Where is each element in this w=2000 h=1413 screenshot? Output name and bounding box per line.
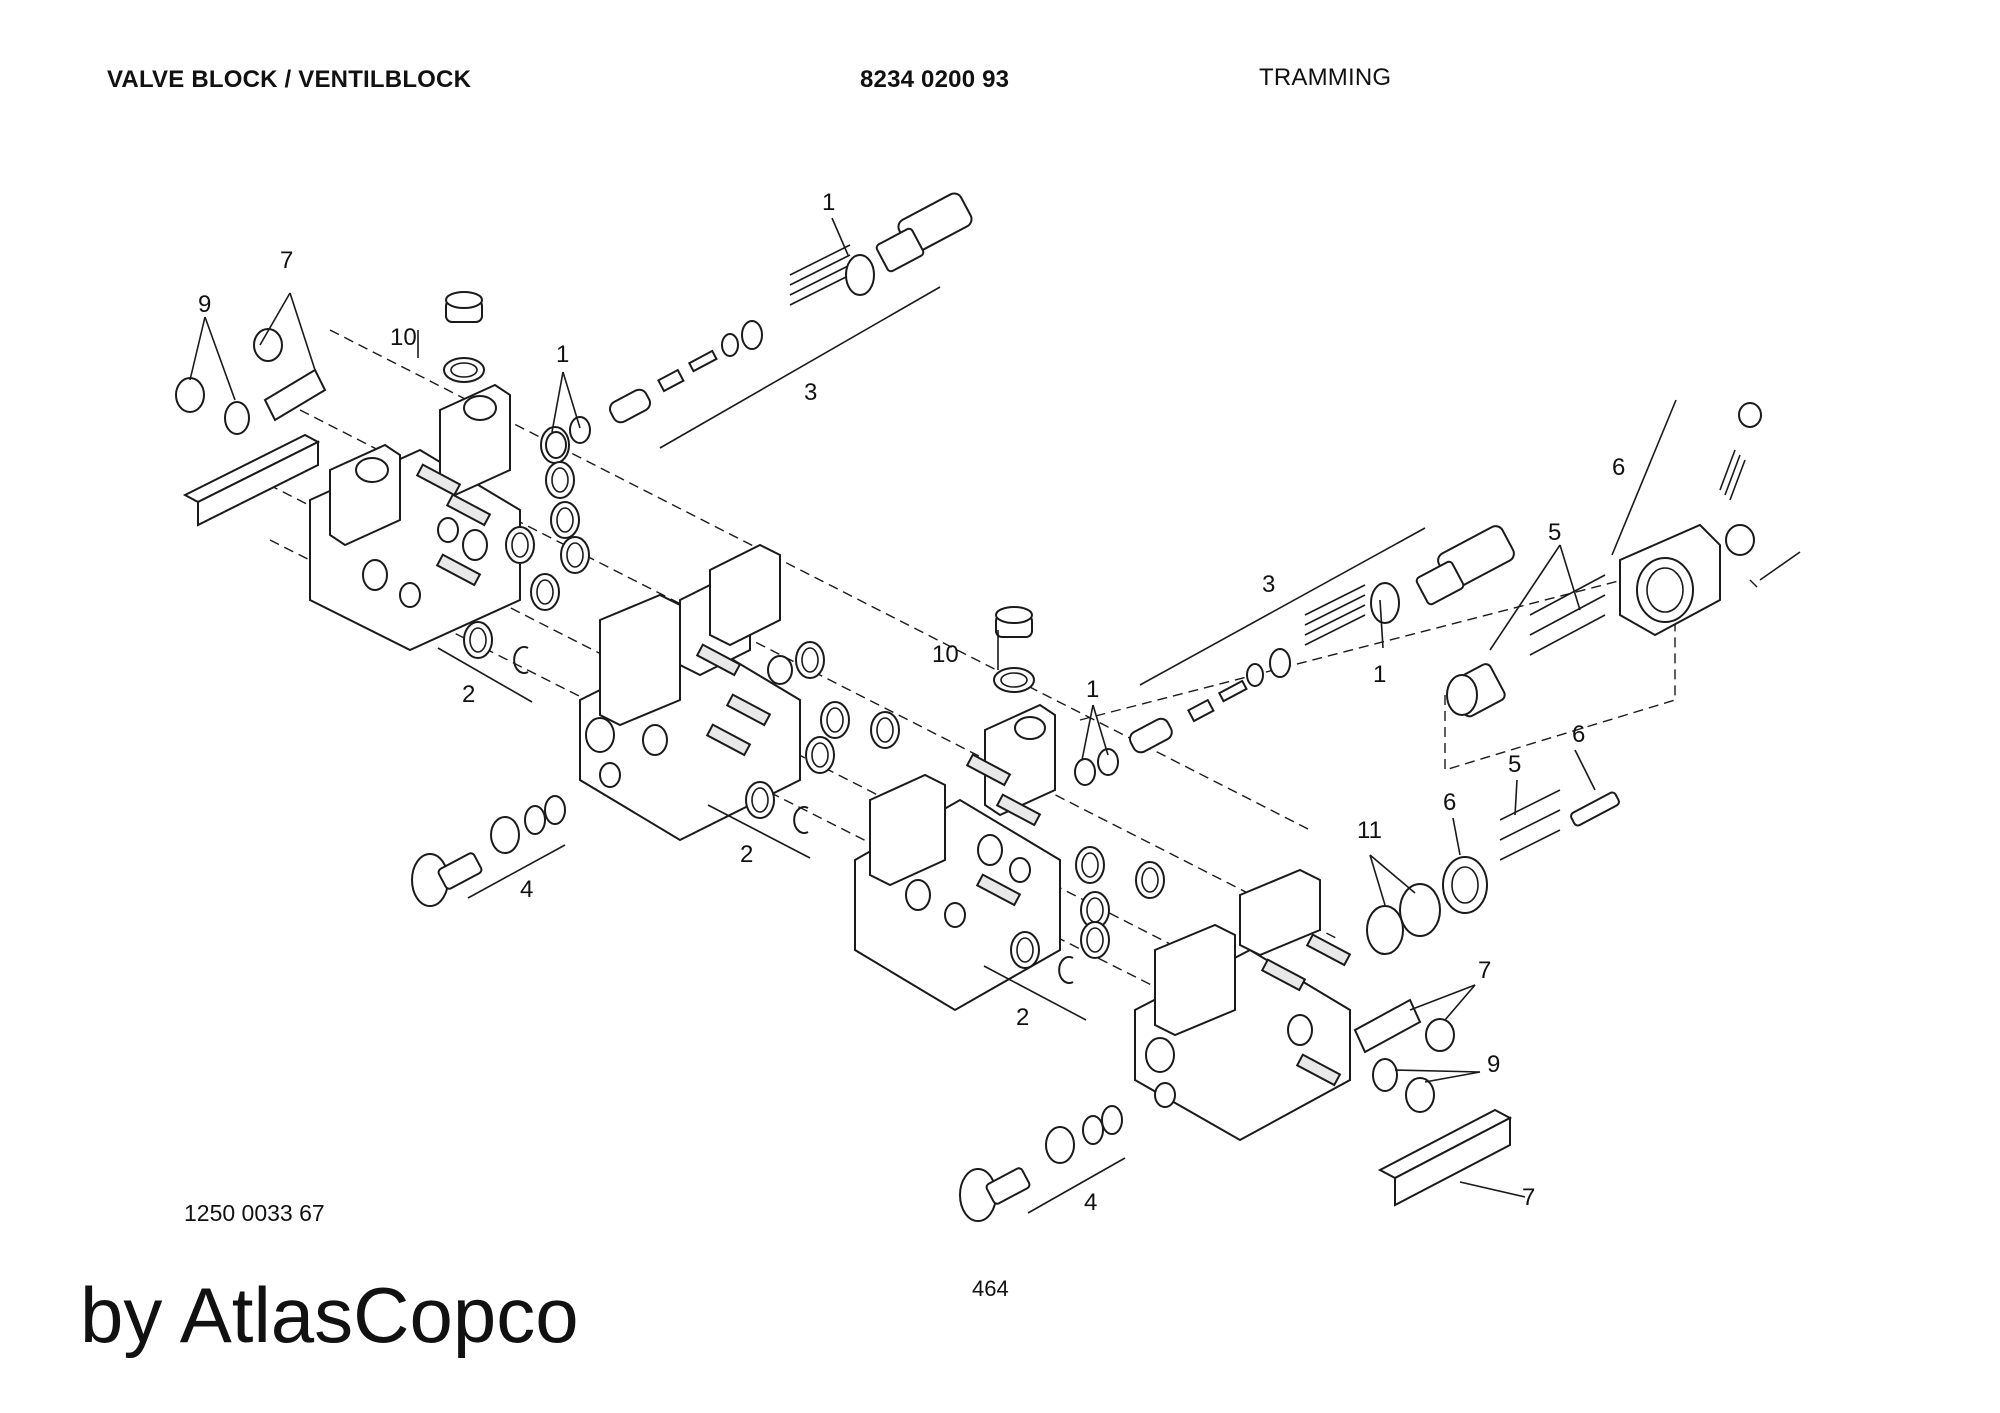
callout-4: 4: [1084, 1189, 1097, 1216]
callout-1: 1: [1373, 661, 1386, 688]
page-title: VALVE BLOCK / VENTILBLOCK: [107, 66, 472, 93]
drawing-number: 1250 0033 67: [184, 1200, 325, 1226]
seals-and-clips: [463, 416, 1165, 984]
callout-7: 7: [1522, 1184, 1535, 1211]
callout-4: 4: [520, 876, 533, 903]
callout-10: 10: [932, 641, 959, 668]
callout-1: 1: [1086, 676, 1099, 703]
part-number: 8234 0200 93: [860, 66, 1010, 93]
callout-labels: 1 1 1 1 2 2 2 3 3 4 4 5 5 6 6 6 7 7 7 9 …: [198, 189, 1625, 1216]
callout-2: 2: [1016, 1004, 1029, 1031]
callout-7: 7: [280, 247, 293, 274]
callout-6: 6: [1612, 454, 1625, 481]
callout-2: 2: [740, 841, 753, 868]
callout-3: 3: [804, 379, 817, 406]
callout-leader-lines: [189, 217, 1677, 1214]
valve-section-4: [1134, 868, 1351, 1142]
callout-5: 5: [1508, 751, 1521, 778]
callout-6: 6: [1443, 789, 1456, 816]
callout-9: 9: [198, 291, 211, 318]
section-name: TRAMMING: [1259, 64, 1392, 91]
relief-valve-lower: [1128, 525, 1515, 754]
mounting-brackets: [182, 368, 1513, 1207]
callout-7: 7: [1478, 957, 1491, 984]
end-cover-assembly: [1366, 402, 1801, 955]
valve-section-1: [309, 383, 521, 652]
banjo-screws: [411, 795, 1123, 1222]
brand-watermark: by AtlasCopco: [80, 1271, 579, 1359]
callout-6: 6: [1572, 721, 1585, 748]
callout-1: 1: [556, 341, 569, 368]
valve-section-3: [854, 703, 1061, 1012]
callout-2: 2: [462, 681, 475, 708]
plug-assemblies: [175, 291, 1455, 1113]
valve-section-2: [579, 543, 801, 842]
page-number: 464: [972, 1276, 1009, 1301]
callout-10: 10: [390, 324, 417, 351]
callout-11: 11: [1357, 817, 1382, 844]
callout-5: 5: [1548, 519, 1561, 546]
relief-valve-upper: [608, 192, 973, 424]
callout-3: 3: [1262, 571, 1275, 598]
callout-1: 1: [822, 189, 835, 216]
callout-9: 9: [1487, 1051, 1500, 1078]
